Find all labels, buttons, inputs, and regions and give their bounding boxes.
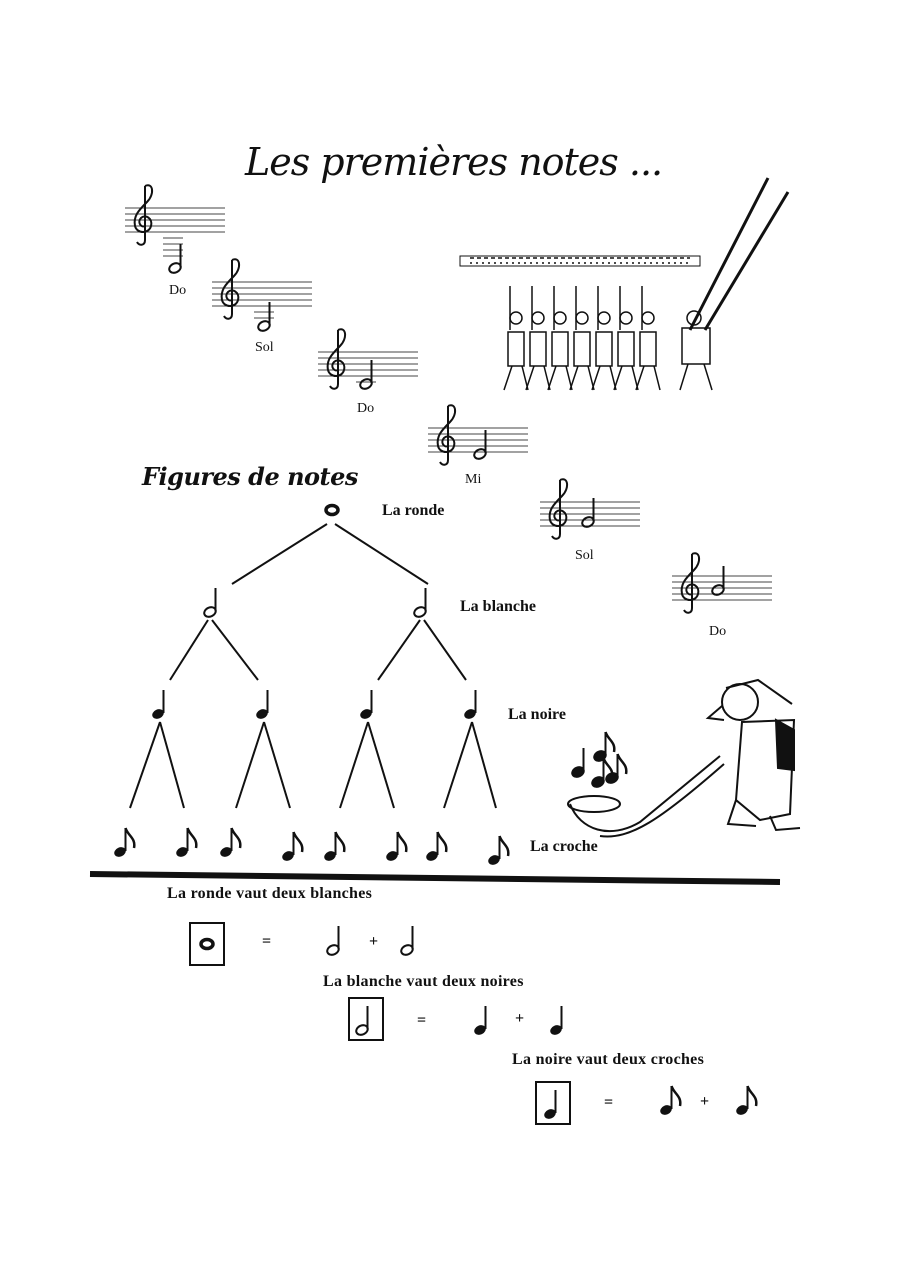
label-noire: La noire [508, 706, 566, 723]
eighth-note-symbol [321, 830, 346, 864]
eighth-note-symbol [217, 826, 242, 860]
quarter-note-symbol [461, 689, 479, 722]
quarter-note-symbol [357, 689, 375, 722]
half-note-symbol [411, 587, 429, 620]
soldiers-marching-illustration [459, 177, 790, 391]
eighth-note-symbol [423, 830, 448, 864]
eighth-note-symbol [383, 830, 408, 864]
staff-2-note-label: Sol [255, 340, 274, 355]
rule-blanche: La blanche vaut deux noires [323, 973, 524, 990]
eighth-note-symbol [173, 826, 198, 860]
page-title: Les premières notes ... [245, 140, 663, 184]
equation-noire [535, 1081, 758, 1125]
rule-ronde: La ronde vaut deux blanches [167, 885, 373, 902]
quarter-note-symbol [253, 689, 271, 722]
staff-2 [211, 258, 313, 334]
equals-sign: = [262, 933, 272, 950]
quarter-note-symbol [149, 689, 167, 722]
equation-ronde [189, 922, 416, 966]
staff-3 [317, 328, 419, 392]
eighth-note-symbol [485, 834, 510, 868]
staff-5 [539, 478, 641, 540]
staff-3-note-label: Do [357, 401, 375, 416]
plus-sign: + [700, 1093, 710, 1110]
staff-5-note-label: Sol [575, 548, 594, 563]
staff-1 [124, 184, 226, 276]
plus-sign: + [369, 933, 379, 950]
label-ronde: La ronde [382, 502, 445, 519]
equation-blanche [348, 997, 565, 1041]
divider [89, 871, 781, 885]
staff-4 [427, 404, 529, 466]
label-croche: La croche [530, 838, 598, 855]
label-blanche: La blanche [460, 598, 537, 615]
half-note-symbol [201, 587, 219, 620]
eighth-note-symbol [279, 830, 304, 864]
staff-6-note-label: Do [709, 624, 727, 639]
whole-note-symbol [324, 503, 340, 517]
note-tree [129, 523, 497, 809]
staff-4-note-label: Mi [465, 472, 482, 487]
plus-sign: + [515, 1010, 525, 1027]
eighth-note-symbol [111, 826, 136, 860]
equals-sign: = [604, 1094, 614, 1111]
alphorn-player-illustration [567, 678, 801, 838]
staff-1-note-label: Do [169, 283, 187, 298]
staff-6 [671, 552, 773, 614]
equals-sign: = [417, 1012, 427, 1029]
rule-noire: La noire vaut deux croches [512, 1051, 705, 1068]
figures-heading: Figures de notes [142, 462, 358, 491]
